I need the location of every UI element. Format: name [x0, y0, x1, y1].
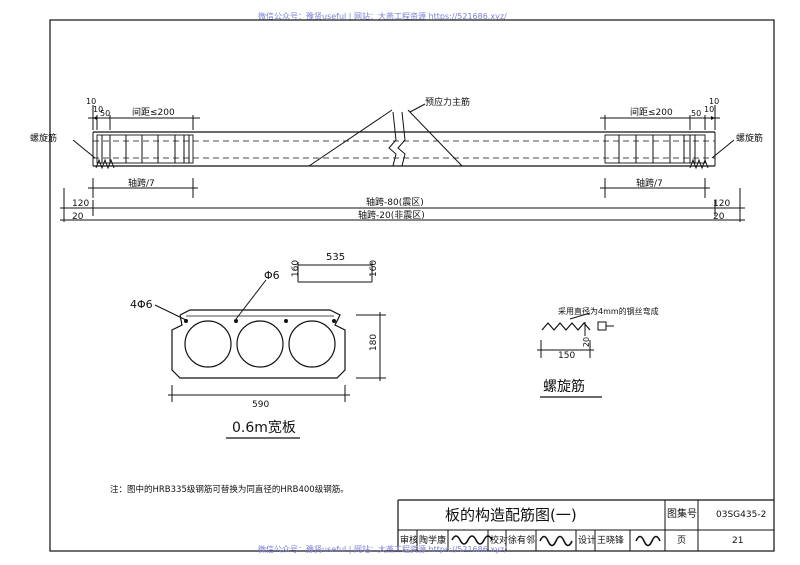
spiral-label-left: 螺旋筋: [30, 134, 58, 144]
dim-20-left: 20: [72, 212, 84, 222]
checker-name: 徐有邻: [508, 536, 536, 546]
atlas-number: 03SG435-2: [716, 510, 767, 520]
page-label: 页: [677, 536, 687, 546]
dim-10-left-a: 10: [86, 97, 97, 106]
check-label: 校对: [490, 536, 509, 546]
axis-minus-20: 轴跨-20(非震区): [358, 211, 425, 221]
review-label: 审核: [400, 536, 419, 546]
dim-10-left-b: 10: [93, 105, 104, 114]
rebar-left-label: 4Φ6: [130, 298, 153, 311]
watermark-bottom: 微信公众号：豫贤useful | 网站：大燕工程资源 https://52168…: [258, 545, 507, 554]
dim-10-right-b: 10: [704, 105, 715, 114]
spiral-title: 螺旋筋: [543, 379, 585, 395]
page-number: 21: [732, 536, 744, 546]
dim-50-left: 50: [100, 109, 111, 118]
axis7-left: 轴跨/7: [128, 179, 155, 189]
spiral-dim-150: 150: [558, 351, 576, 361]
axis-minus-80: 轴跨-80(震区): [366, 198, 424, 208]
drawing-title: 板的构造配筋图(一): [445, 506, 577, 524]
atlas-label: 图集号: [667, 509, 697, 520]
dim-590: 590: [252, 400, 270, 410]
design-label: 设计: [578, 536, 597, 546]
spiral-label-right: 螺旋筋: [736, 134, 764, 144]
dim-120-left: 120: [72, 199, 90, 209]
dim-120-right: 120: [713, 199, 731, 209]
dim-50-right: 50: [691, 109, 702, 118]
axis7-right: 轴跨/7: [636, 179, 663, 189]
spiral-note: 采用直径为4mm的钢丝弯成: [558, 307, 659, 316]
watermark-top: 微信公众号：豫贤useful | 网站：大燕工程资源 https://52168…: [258, 12, 507, 21]
dim-535: 535: [326, 252, 346, 263]
signature-checker: [539, 535, 573, 547]
general-note: 注：图中的HRB335级钢筋可替换为同直径的HRB400级钢筋。: [110, 485, 349, 495]
designer-name: 王晓锋: [597, 536, 625, 546]
reviewer-name: 陶学康: [419, 536, 447, 546]
signature-reviewer: [451, 535, 493, 545]
rebar-top-label: Φ6: [264, 269, 280, 282]
dim-20-right: 20: [713, 212, 725, 222]
section-title: 0.6m宽板: [232, 420, 296, 436]
prestress-label: 预应力主筋: [425, 98, 471, 108]
spacing-left: 间距≤200: [132, 108, 175, 118]
dim-10-right-a: 10: [709, 97, 720, 106]
spacing-right: 间距≤200: [630, 108, 673, 118]
signature-designer: [635, 535, 661, 547]
